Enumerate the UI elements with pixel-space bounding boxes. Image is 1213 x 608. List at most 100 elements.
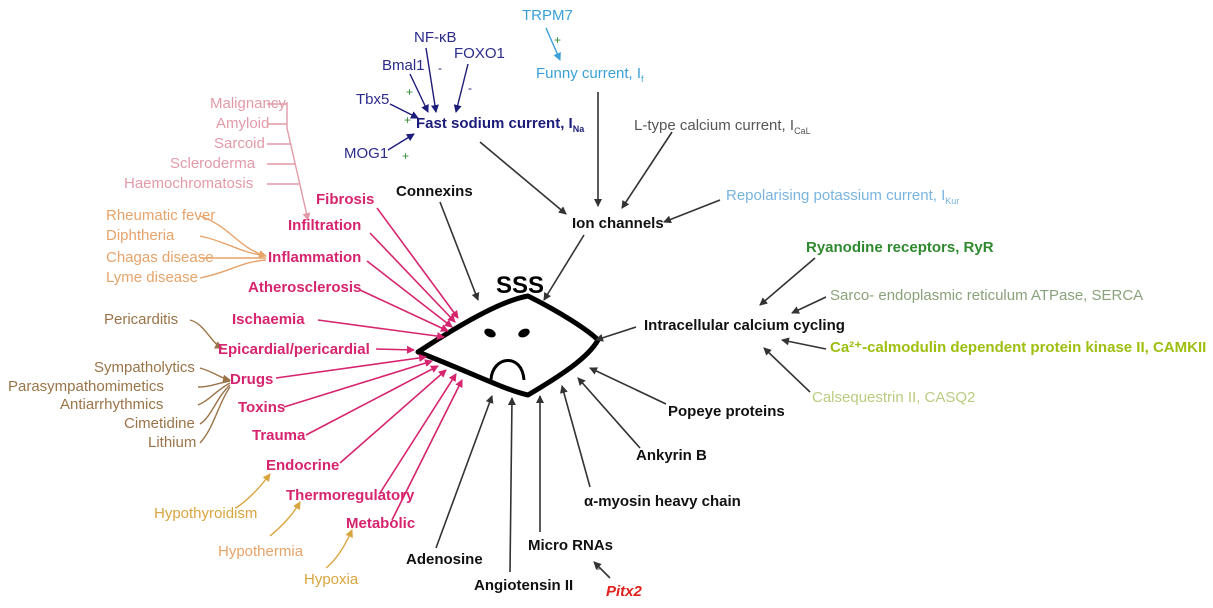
label-pitx2: Pitx2 — [606, 583, 642, 600]
label-diphtheria: Diphtheria — [106, 227, 175, 244]
label-fast-sodium: Fast sodium current, INa — [416, 115, 585, 134]
label-haemochromatosis: Haemochromatosis — [124, 175, 254, 192]
arrow-ryr — [759, 257, 816, 306]
arrow-adenosine — [435, 395, 494, 549]
arrow-pitx2 — [593, 561, 611, 579]
label-repolarising: Repolarising potassium current, IKur — [726, 187, 960, 206]
sss-title: SSS — [496, 272, 545, 299]
label-rheumatic: Rheumatic fever — [106, 207, 216, 224]
arrow-hypothermia — [269, 501, 301, 537]
label-mog1: MOG1 — [344, 145, 389, 162]
label-lyme: Lyme disease — [106, 269, 198, 286]
arrow-bmal1 — [409, 73, 429, 113]
label-l-type: L-type calcium current, ICaL — [634, 117, 811, 136]
label-popeye: Popeye proteins — [668, 403, 785, 420]
label-myosin: α-myosin heavy chain — [584, 493, 741, 510]
arrow-toxins — [283, 359, 433, 408]
label-ryr: Ryanodine receptors, RyR — [806, 239, 994, 256]
label-hypoxia: Hypoxia — [304, 571, 359, 588]
label-trpm7: TRPM7 — [522, 7, 573, 24]
arrow-infiltration — [369, 232, 456, 323]
arrow-mog1 — [387, 133, 415, 151]
label-trauma: Trauma — [252, 427, 306, 444]
label-casq2: Calsequestrin II, CASQ2 — [812, 389, 976, 406]
arrow-repolarising — [663, 199, 721, 224]
arrow-endocrine — [339, 369, 447, 464]
arrow-thermoregulatory — [379, 373, 457, 494]
label-inflammation: Inflammation — [268, 249, 362, 266]
label-infiltration: Infiltration — [288, 217, 362, 234]
label-drugs: Drugs — [230, 371, 274, 388]
label-intracellular: Intracellular calcium cycling — [644, 317, 845, 334]
arrow-ankyrin — [577, 377, 641, 449]
arrow-serca — [791, 296, 827, 314]
arrow-casq2 — [763, 347, 811, 393]
label-hypothermia: Hypothermia — [218, 543, 304, 560]
label-hypothyroidism: Hypothyroidism — [154, 505, 258, 522]
label-chagas: Chagas disease — [106, 249, 214, 266]
label-lithium: Lithium — [148, 434, 197, 451]
arrow-popeye — [589, 367, 667, 405]
arrow-ischaemia — [317, 319, 445, 341]
arrow-camkii — [781, 337, 827, 350]
label-metabolic: Metabolic — [346, 515, 416, 532]
label-toxins: Toxins — [238, 399, 286, 416]
arrow-nfkb — [425, 47, 439, 113]
arrow-connexins — [439, 201, 480, 301]
label-micro-rnas: Micro RNAs — [528, 537, 614, 554]
arrow-myosin — [560, 385, 591, 488]
label-antiarrhythmics: Antiarrhythmics — [60, 396, 164, 413]
label-pericarditis: Pericarditis — [104, 311, 179, 328]
label-amyloid: Amyloid — [216, 115, 270, 132]
rose-bracket — [267, 102, 311, 221]
label-nfkb: NF-κB — [414, 29, 457, 46]
label-epicardial: Epicardial/pericardial — [218, 341, 370, 358]
tan-bracket — [199, 215, 267, 279]
sign-tbx5: + — [404, 113, 412, 127]
drugs-bracket — [197, 367, 231, 444]
label-malignancy: Malignancy — [210, 95, 286, 112]
sign-foxo1: - — [468, 81, 472, 95]
arrow-drugs — [275, 354, 427, 379]
label-sarcoid: Sarcoid — [214, 135, 265, 152]
arrow-trpm7 — [545, 27, 561, 61]
label-foxo1: FOXO1 — [454, 45, 505, 62]
label-ankyrin: Ankyrin B — [636, 447, 707, 464]
navy-arrows — [387, 47, 469, 151]
label-funny-current: Funny current, If — [536, 65, 644, 84]
arrow-pericarditis — [189, 319, 223, 349]
arrow-angiotensin — [507, 397, 516, 573]
label-bmal1: Bmal1 — [382, 57, 425, 74]
gold-arrows — [235, 473, 353, 569]
arrow-fibrosis — [376, 207, 459, 319]
sign-trpm7: + — [554, 33, 562, 47]
sign-mog1: + — [402, 149, 410, 163]
arrow-hypoxia — [325, 529, 353, 569]
arrow-intracellular — [595, 326, 637, 342]
label-fibrosis: Fibrosis — [316, 191, 375, 208]
arrow-foxo1 — [453, 63, 469, 113]
arrow-metabolic — [391, 379, 463, 521]
label-connexins: Connexins — [396, 183, 473, 200]
pink-arrows — [275, 207, 463, 521]
label-ion-channels: Ion channels — [572, 215, 664, 232]
arrow-l-type — [621, 131, 673, 209]
label-camkii: Ca²⁺-calmodulin dependent protein kinase… — [830, 339, 1207, 356]
label-sympatholytics: Sympatholytics — [94, 359, 195, 376]
label-serca: Sarco- endoplasmic reticulum ATPase, SER… — [830, 287, 1144, 304]
arrow-inflammation — [366, 260, 453, 328]
label-scleroderma: Scleroderma — [170, 155, 256, 172]
arrow-epicardial — [375, 345, 415, 354]
arrow-tbx5 — [389, 103, 419, 119]
sign-nfkb: - — [438, 61, 442, 75]
arrow-fast-sodium — [479, 141, 567, 215]
label-parasympathomimetics: Parasympathomimetics — [8, 378, 164, 395]
arrow-ion-channels — [543, 234, 585, 301]
label-atherosclerosis: Atherosclerosis — [248, 279, 362, 296]
arrow-atherosclerosis — [359, 289, 449, 332]
label-cimetidine: Cimetidine — [124, 415, 195, 432]
label-endocrine: Endocrine — [266, 457, 340, 474]
label-ischaemia: Ischaemia — [232, 311, 305, 328]
label-angiotensin: Angiotensin II — [474, 577, 574, 594]
